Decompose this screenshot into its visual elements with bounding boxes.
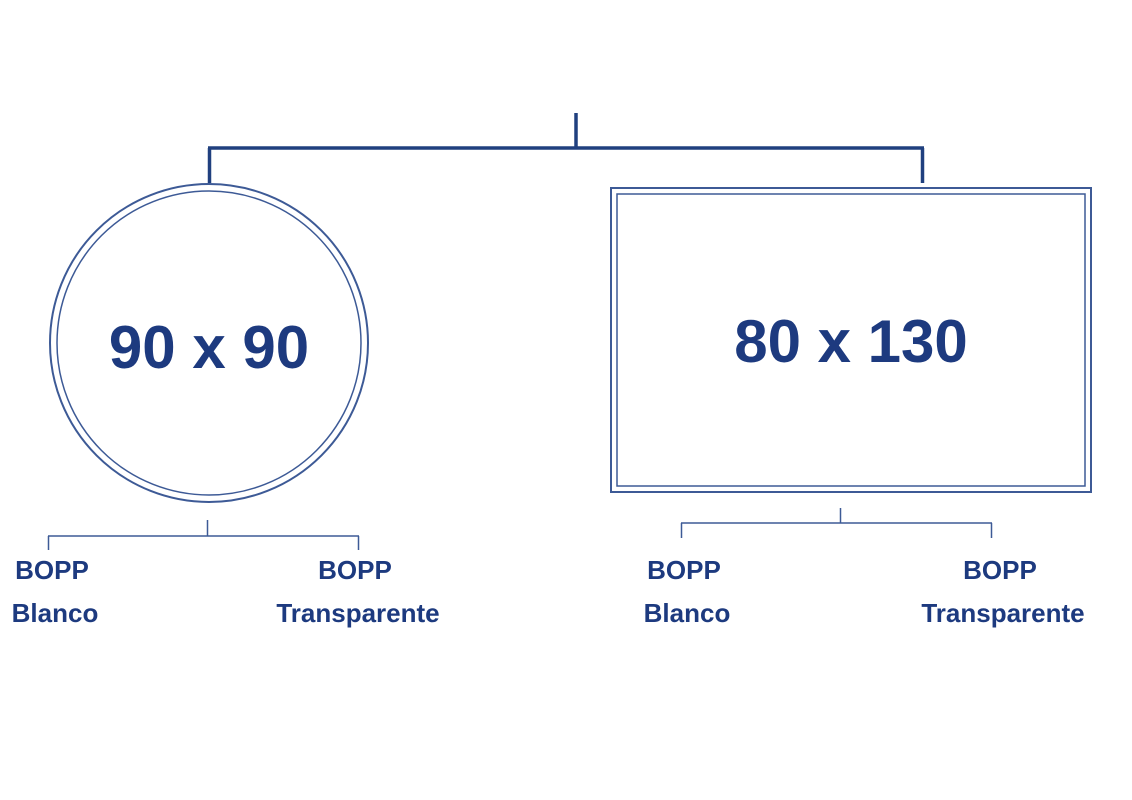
option-finish-label: Transparente	[276, 598, 439, 628]
option-finish-label: Blanco	[12, 598, 99, 628]
option-material-label: BOPP	[318, 555, 392, 585]
option-finish-label: Transparente	[921, 598, 1084, 628]
circle-options-bracket	[47, 520, 360, 550]
option-material-label: BOPP	[647, 555, 721, 585]
rectangle-options-bracket	[680, 508, 993, 538]
circle-option-transparente: BOPP Transparente	[276, 555, 439, 628]
option-material-label: BOPP	[15, 555, 89, 585]
circle-inner-ring	[56, 190, 362, 496]
option-material-label: BOPP	[963, 555, 1037, 585]
top-connector	[207, 113, 925, 183]
circle-outer-ring	[49, 183, 369, 503]
circle-size-label: 90 x 90	[109, 314, 309, 381]
circle-option-blanco: BOPP Blanco	[12, 555, 99, 628]
option-finish-label: Blanco	[644, 598, 731, 628]
rectangle-option-transparente: BOPP Transparente	[921, 555, 1084, 628]
rectangle-shape	[610, 187, 1092, 493]
rectangle-outer-frame	[610, 187, 1092, 493]
rectangle-inner-frame	[616, 193, 1086, 487]
rectangle-size-label: 80 x 130	[734, 308, 968, 375]
rectangle-option-blanco: BOPP Blanco	[644, 555, 731, 628]
circle-shape	[49, 183, 369, 503]
